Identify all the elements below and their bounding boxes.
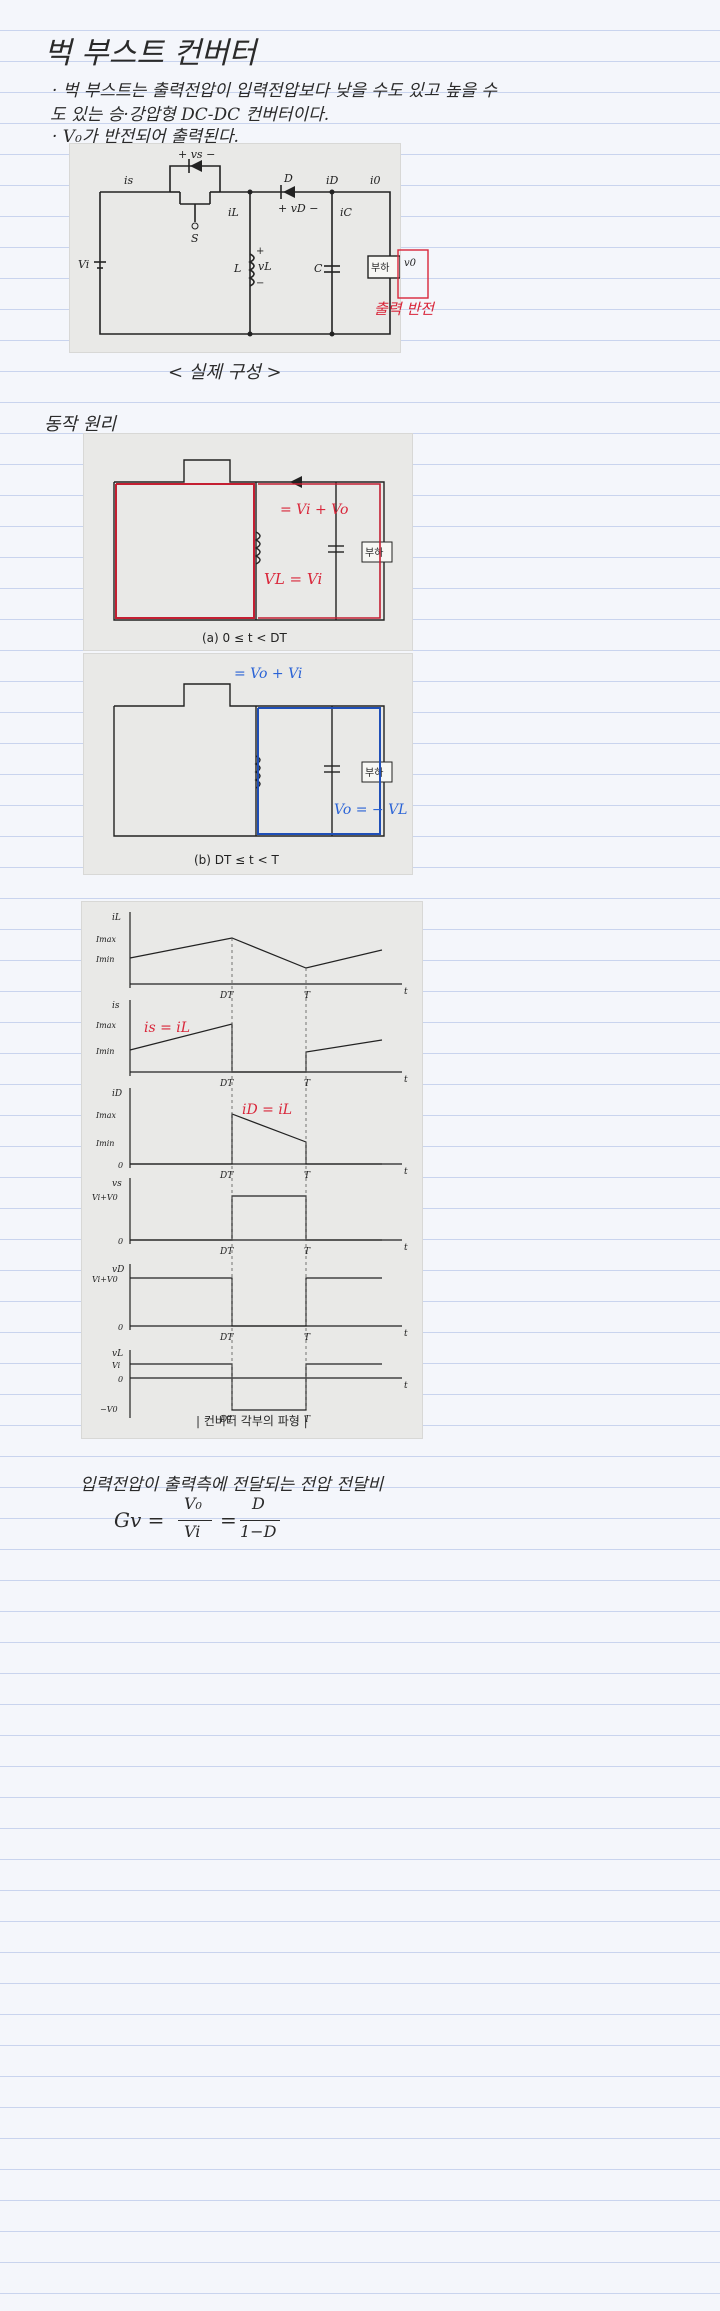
iL-imin: Imin xyxy=(95,955,114,964)
il-time: t xyxy=(404,987,408,997)
iL-imax: Imax xyxy=(95,935,117,944)
id-time: t xyxy=(404,1167,408,1177)
diode-d-label: D xyxy=(283,172,293,185)
waveform-photo: iL is iD vs vD vL Imax Imin Imax Imin Im… xyxy=(82,902,422,1438)
axis-vd: vD xyxy=(112,1265,124,1275)
section-title-operation: 동작 원리 xyxy=(44,414,116,435)
mode-a-vd-annotation: = Vi + Vo xyxy=(280,502,348,518)
axis-vl: vL xyxy=(112,1349,123,1359)
output-inversion-text: 출력 반전 xyxy=(374,300,436,318)
load-label: 부하 xyxy=(371,261,389,274)
id-imax: Imax xyxy=(95,1111,117,1120)
mode-b-vo-annotation: Vo = − VL xyxy=(334,802,407,818)
fraction-bar-2 xyxy=(240,1520,280,1521)
mode-b-vs-annotation: = Vo + Vi xyxy=(234,666,302,682)
id-zero: 0 xyxy=(118,1161,123,1170)
formula-lhs: Gv = xyxy=(114,1508,165,1532)
mode-a-vl-annotation: VL = Vi xyxy=(264,570,322,588)
id-dt: DT xyxy=(219,1171,234,1181)
id-imin: Imin xyxy=(95,1139,114,1148)
vs-dt: DT xyxy=(219,1247,234,1257)
vl-zero: 0 xyxy=(118,1375,123,1384)
axis-il: iL xyxy=(112,913,121,923)
is-imin: Imin xyxy=(95,1047,114,1056)
vi-label: Vi xyxy=(78,258,89,271)
vd-dt: DT xyxy=(219,1333,234,1343)
is-t: T xyxy=(304,1079,311,1089)
id-t: T xyxy=(304,1171,311,1181)
output-inversion-note: v0 출력 반전 xyxy=(374,249,436,318)
intro-line-2: 도 있는 승·강압형 DC-DC 컨버터이다. xyxy=(50,105,330,125)
vl-time: t xyxy=(404,1381,408,1391)
formula-den1: Vi xyxy=(184,1522,201,1541)
vd-zero: 0 xyxy=(118,1323,123,1332)
page-title: 벅 부스트 컨버터 xyxy=(44,36,257,71)
c-label: C xyxy=(314,262,323,275)
formula-num1: V₀ xyxy=(184,1494,202,1513)
vl-neg-v0: −V0 xyxy=(100,1405,118,1414)
i0-label: i0 xyxy=(370,174,381,187)
is-dt: DT xyxy=(219,1079,234,1089)
id-label: iD xyxy=(326,174,339,187)
formula-num2: D xyxy=(252,1494,265,1513)
is-annotation: is = iL xyxy=(144,1020,190,1036)
vd-t: T xyxy=(304,1333,311,1343)
vl-minus: − xyxy=(256,278,264,289)
circuit-photo: + vs − is S D iD i0 iL + vD − iC Vi L vL… xyxy=(70,144,400,352)
axis-is: is xyxy=(112,1001,120,1011)
waveform-caption: | 컨버터 각부의 파형 | xyxy=(196,1414,308,1428)
il-dt: DT xyxy=(219,991,234,1001)
formula-eq: = xyxy=(220,1508,237,1532)
vs-vi-v0: Vi+V0 xyxy=(92,1193,118,1202)
vl-t: T xyxy=(304,1415,311,1425)
mode-a-caption: (a) 0 ≤ t < DT xyxy=(202,631,287,645)
il-label: iL xyxy=(228,206,239,219)
axis-id: iD xyxy=(112,1089,122,1099)
vd-label: + vD − xyxy=(278,202,318,215)
vd-vi-v0: Vi+V0 xyxy=(92,1275,118,1284)
ic-label: iC xyxy=(340,206,353,219)
is-imax: Imax xyxy=(95,1021,117,1030)
vl-label: vL xyxy=(258,260,272,273)
fraction-bar-1 xyxy=(178,1520,212,1521)
switch-s-label: S xyxy=(191,232,199,245)
vd-time: t xyxy=(404,1329,408,1339)
intro-line-3: · V₀가 반전되어 출력된다. xyxy=(52,127,239,147)
vs-t: T xyxy=(304,1247,311,1257)
il-t: T xyxy=(304,991,311,1001)
vs-label: + vs − xyxy=(178,148,215,161)
mode-a-photo: 부하 = Vi + Vo VL = Vi (a) 0 ≤ t < DT xyxy=(84,434,412,650)
vl-plus: + xyxy=(256,246,264,257)
mode-b-photo: 부하 = Vo + Vi Vo = − VL (b) DT ≤ t < T xyxy=(84,654,412,874)
axis-vs: vs xyxy=(112,1179,122,1189)
vl-dt: DT xyxy=(219,1415,234,1425)
l-label: L xyxy=(233,262,241,275)
formula-den2: 1−D xyxy=(240,1522,277,1541)
vs-time: t xyxy=(404,1243,408,1253)
vl-vi: Vi xyxy=(112,1361,121,1370)
vs-zero: 0 xyxy=(118,1237,123,1246)
formula-title: 입력전압이 출력측에 전달되는 전압 전달비 xyxy=(80,1475,384,1495)
mode-b-load-label: 부하 xyxy=(365,766,383,779)
is-time: t xyxy=(404,1075,408,1085)
id-annotation: iD = iL xyxy=(242,1102,292,1118)
figure1-caption: < 실제 구성 > xyxy=(168,362,282,383)
mode-a-load-label: 부하 xyxy=(365,546,383,559)
v0-label: v0 xyxy=(404,258,417,269)
is-label: is xyxy=(124,174,134,187)
intro-line-1: · 벅 부스트는 출력전압이 입력전압보다 낮을 수도 있고 높을 수 xyxy=(52,81,498,101)
mode-b-caption: (b) DT ≤ t < T xyxy=(194,853,279,867)
